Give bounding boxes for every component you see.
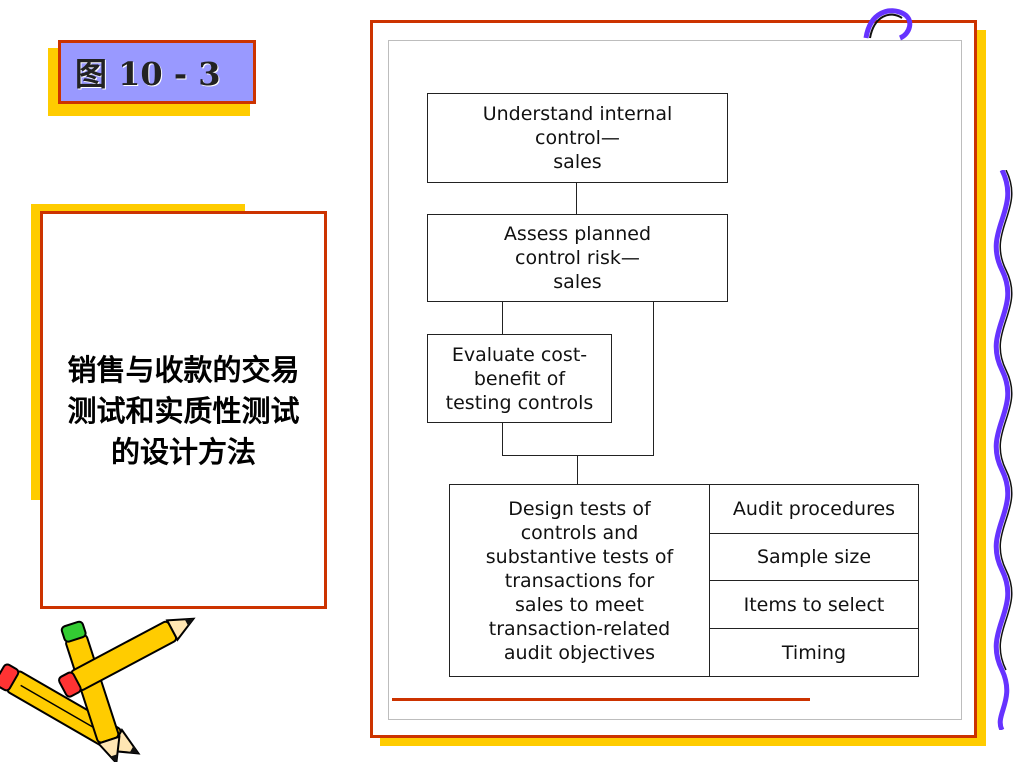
caption-line-2: 测试和实质性测试 bbox=[67, 394, 300, 428]
caption-text: 销售与收款的交易 测试和实质性测试 的设计方法 bbox=[45, 350, 322, 473]
step-evaluate-cost-benefit: Evaluate cost- benefit of testing contro… bbox=[427, 334, 612, 423]
step-design-tests: Design tests of controls and substantive… bbox=[449, 484, 710, 677]
step-understand-internal-control: Understand internal control— sales bbox=[427, 93, 728, 183]
caption-line-3: 的设计方法 bbox=[110, 435, 256, 469]
title-tag: 图 10 - 3 bbox=[58, 40, 256, 104]
output-timing: Timing bbox=[709, 628, 919, 677]
output-sample-size: Sample size bbox=[709, 533, 919, 581]
connector-2-bypass bbox=[653, 301, 655, 456]
connector-3-down bbox=[502, 422, 504, 456]
figure-number: 图 10 - 3 bbox=[75, 55, 221, 93]
caption-card: 销售与收款的交易 测试和实质性测试 的设计方法 bbox=[40, 211, 327, 609]
accent-underline bbox=[392, 698, 810, 701]
wavy-corner-icon bbox=[863, 8, 913, 41]
diagram-inner-frame bbox=[388, 40, 962, 720]
step-assess-control-risk: Assess planned control risk— sales bbox=[427, 214, 728, 302]
caption-line-1: 销售与收款的交易 bbox=[67, 353, 300, 387]
output-audit-procedures: Audit procedures bbox=[709, 484, 919, 534]
connector-to-4 bbox=[577, 455, 579, 485]
pencils-icon bbox=[0, 617, 196, 762]
output-items-to-select: Items to select bbox=[709, 580, 919, 629]
connector-1-2 bbox=[576, 182, 578, 215]
connector-2-3 bbox=[502, 301, 504, 335]
wavy-border-icon bbox=[993, 170, 1013, 730]
